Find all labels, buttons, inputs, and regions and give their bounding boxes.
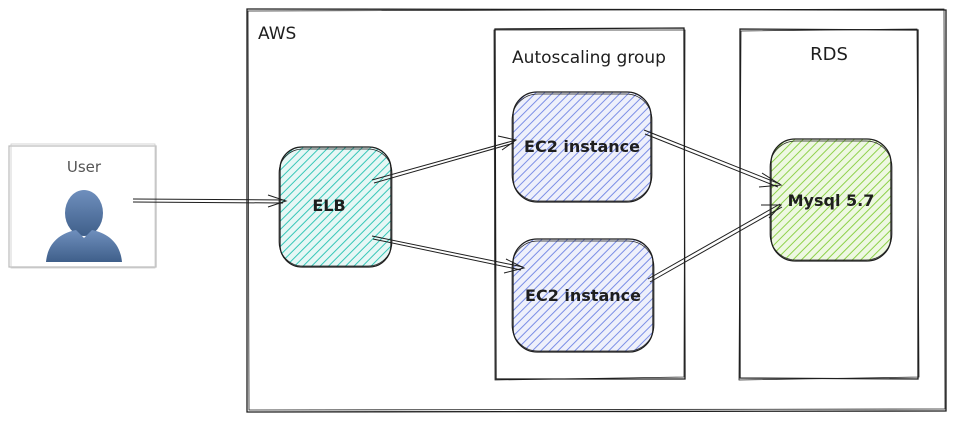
connectors [132,129,783,283]
user-label: User [67,158,102,176]
elb-label: ELB [312,196,345,215]
ec2-instance-top-label: EC2 instance [524,137,640,156]
aws-label: AWS [258,24,296,44]
autoscaling-group-label: Autoscaling group [512,48,666,68]
ec2-instance-bottom-node: EC2 instance [511,238,655,353]
user-silhouette-icon [46,190,122,262]
arrow-user-to-elb [132,194,288,208]
mysql-node: Mysql 5.7 [769,138,893,262]
ec2-instance-bottom-label: EC2 instance [525,286,641,305]
arrow-ec2-bottom-to-mysql [647,203,783,283]
aws-container: AWS [246,8,947,413]
rds-label: RDS [810,44,848,65]
autoscaling-group-container: Autoscaling group [493,27,686,381]
rds-container: RDS [738,28,920,381]
arrow-elb-to-ec2-bottom [371,235,526,274]
mysql-label: Mysql 5.7 [788,191,875,210]
arrow-ec2-top-to-mysql [643,129,783,188]
user-box: User [8,143,157,269]
ec2-instance-top-node: EC2 instance [511,91,653,203]
elb-node: ELB [278,146,393,268]
arrow-elb-to-ec2-top [371,135,518,184]
